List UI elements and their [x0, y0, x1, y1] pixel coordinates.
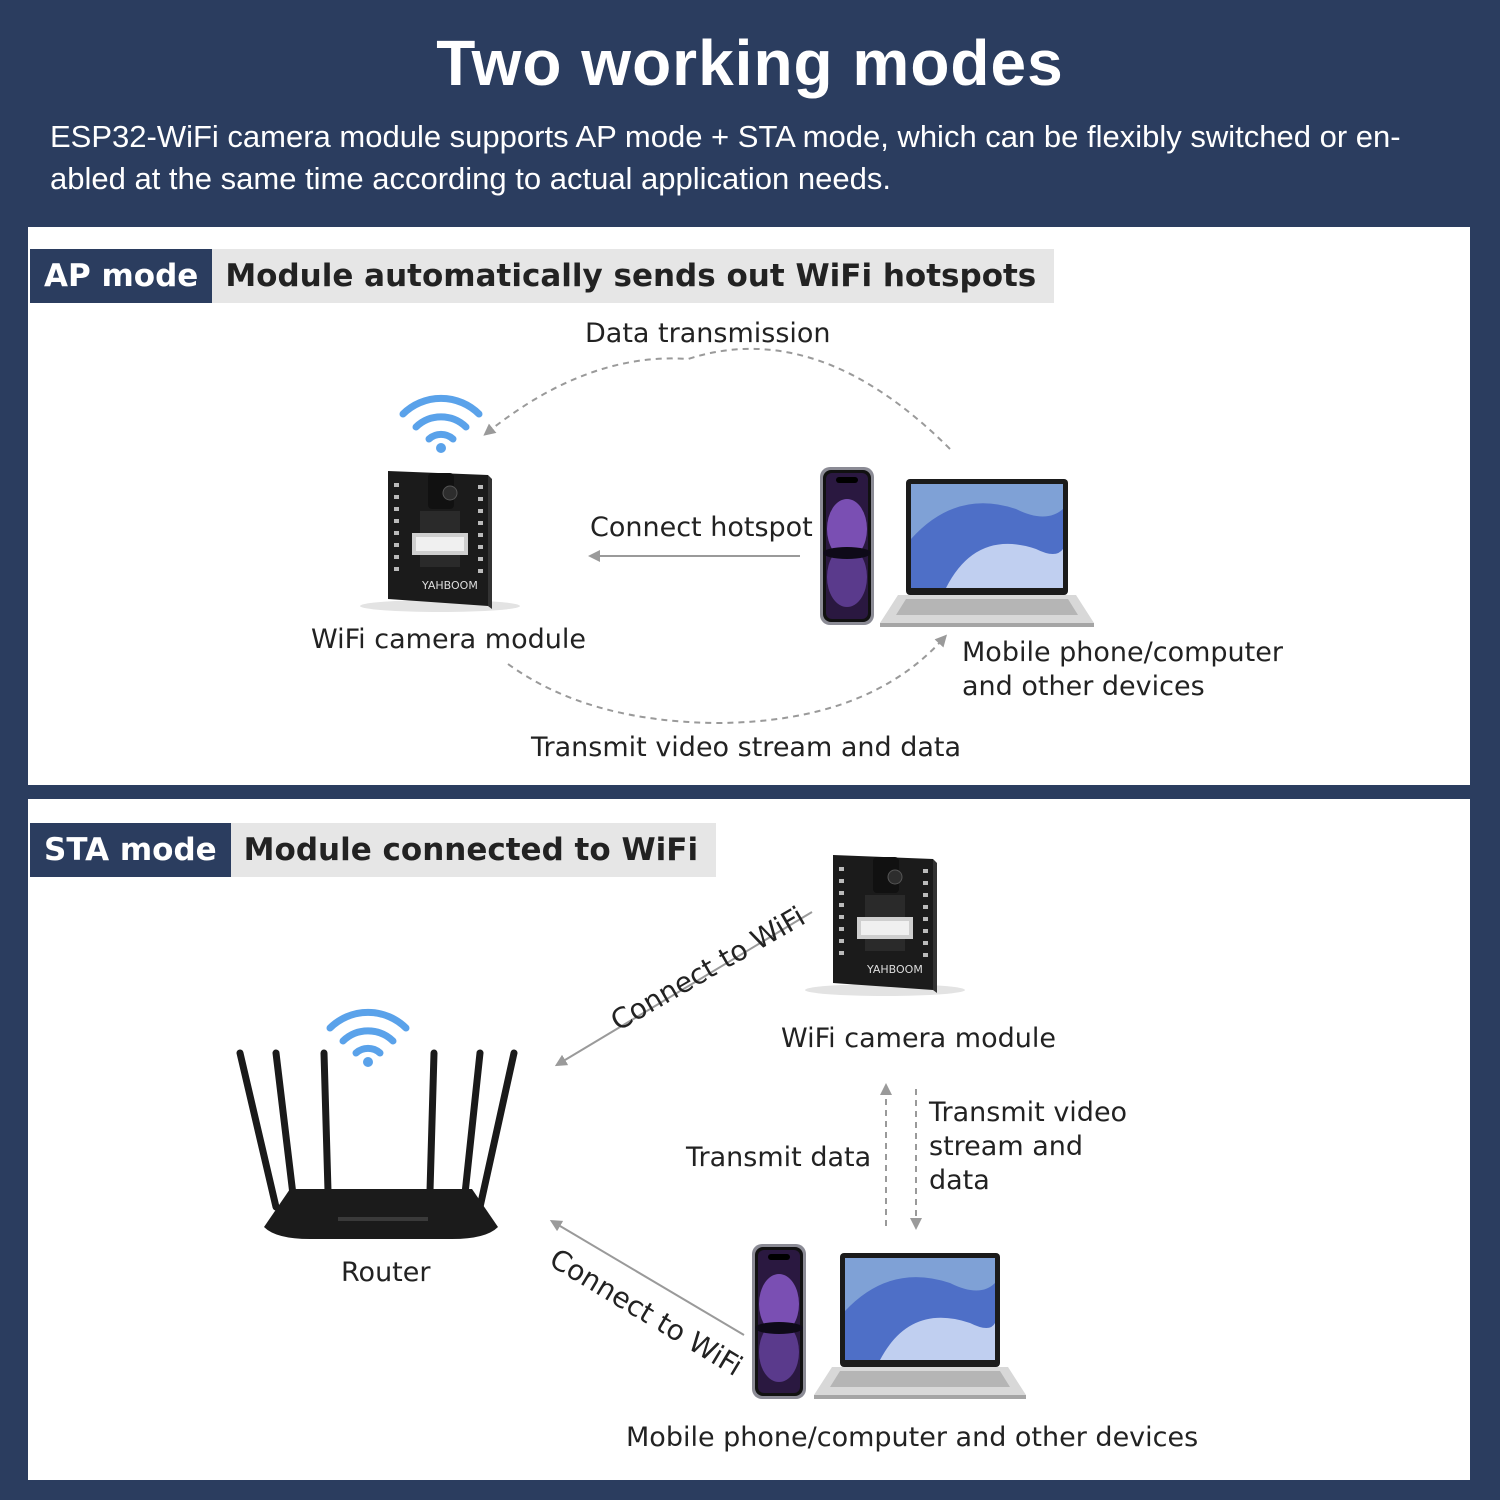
data-transmission-label: Data transmission [585, 318, 831, 349]
transmit-video-line3: data [929, 1165, 990, 1196]
transmit-video-arrow [507, 634, 948, 725]
wifi-icon [399, 394, 483, 453]
transmit-data-label: Transmit data [686, 1142, 872, 1173]
router-image [236, 1049, 518, 1239]
sta-mode-description: Module connected to WiFi [230, 823, 717, 877]
transmit-video-line2: stream and [929, 1131, 1083, 1162]
ap-devices-label-line1: Mobile phone/computer [962, 637, 1283, 668]
board-brand-logo: YAHBOOM [421, 579, 478, 592]
sta-mode-header: STA mode Module connected to WiFi [30, 823, 717, 877]
data-transmission-arrow [483, 347, 951, 450]
sta-devices-label: Mobile phone/computer and other devices [626, 1422, 1199, 1453]
sta-module-label: WiFi camera module [781, 1023, 1056, 1054]
sta-mode-diagram: YAHBOOM [236, 855, 1026, 1399]
sta-board-brand-logo: YAHBOOM [866, 963, 923, 976]
sta-laptop-image [814, 1253, 1026, 1399]
router-wifi-icon [326, 1008, 410, 1067]
transmit-video-label: Transmit video stream and data [531, 732, 962, 763]
transmit-video-line1: Transmit video [929, 1097, 1128, 1128]
laptop-image [880, 479, 1094, 627]
ap-mode-diagram: YAHBOOM [360, 347, 1094, 725]
page-subtitle: ESP32-WiFi camera module supports AP mod… [50, 119, 1401, 196]
sta-camera-module-image: YAHBOOM [805, 855, 965, 996]
sta-mode-panel: STA mode Module connected to WiFi [28, 799, 1470, 1480]
ap-mode-description: Module automatically sends out WiFi hots… [212, 249, 1055, 303]
ap-module-label: WiFi camera module [311, 624, 586, 655]
connect-wifi-bottom-arrow [549, 1219, 745, 1336]
router-label: Router [341, 1257, 431, 1288]
ap-mode-tag: AP mode [30, 249, 213, 303]
page-title: Two working modes [436, 27, 1064, 99]
camera-module-image: YAHBOOM [360, 471, 520, 612]
sta-mode-tag: STA mode [30, 823, 231, 877]
ap-mode-header: AP mode Module automatically sends out W… [30, 249, 1055, 303]
connect-wifi-top-arrow [554, 911, 813, 1067]
phone-image [820, 467, 874, 625]
ap-devices-label-line2: and other devices [962, 671, 1205, 702]
ap-mode-panel: AP mode Module automatically sends out W… [28, 227, 1470, 785]
sta-phone-image [752, 1244, 806, 1399]
connect-hotspot-label: Connect hotspot [590, 512, 813, 543]
